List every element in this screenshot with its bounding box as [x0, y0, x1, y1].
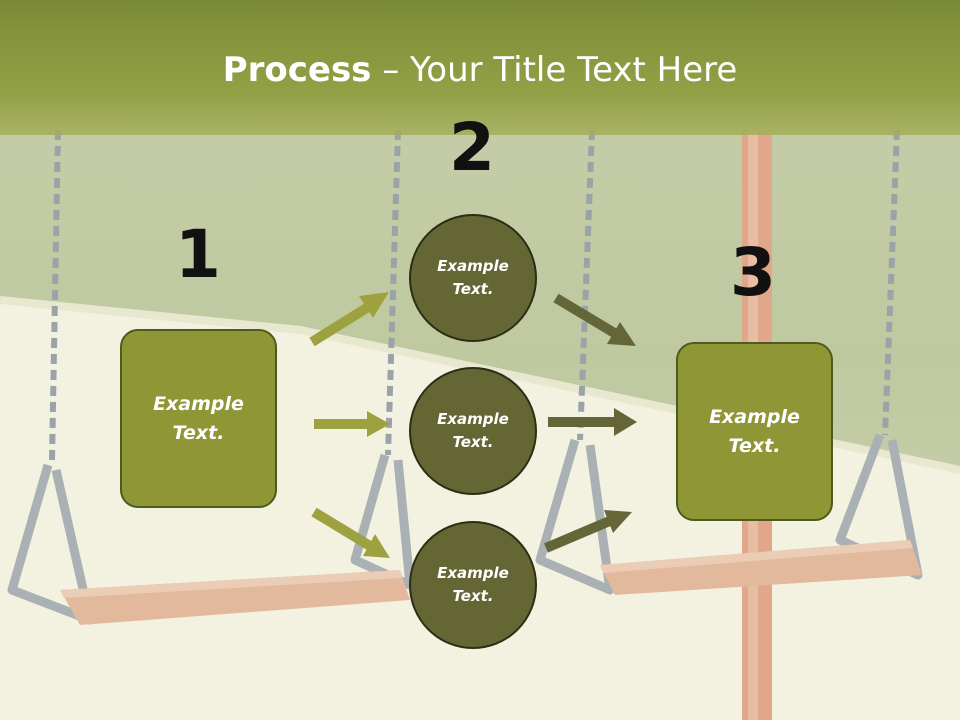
- right-process-box[interactable]: Example Text.: [676, 342, 833, 521]
- arrow-to-circle-1: [309, 292, 389, 347]
- step-number-3: 3: [730, 234, 776, 311]
- swing-seats: [60, 540, 922, 625]
- process-circle-3[interactable]: Example Text.: [409, 521, 537, 649]
- title-rest: – Your Title Text Here: [371, 50, 738, 90]
- circle-2-text: Example Text.: [437, 410, 509, 451]
- slide-title: Process – Your Title Text Here: [0, 50, 960, 90]
- header-band: [0, 0, 960, 135]
- circle-3-text: Example Text.: [437, 564, 509, 605]
- process-circle-1[interactable]: Example Text.: [409, 214, 537, 342]
- left-process-box[interactable]: Example Text.: [120, 329, 277, 508]
- circle-1-text: Example Text.: [437, 257, 509, 298]
- process-circle-2[interactable]: Example Text.: [409, 367, 537, 495]
- right-box-text: Example Text.: [709, 405, 800, 457]
- arrow-to-circle-2: [314, 411, 390, 437]
- title-bold: Process: [222, 50, 372, 90]
- arrow-from-circle-3: [544, 510, 632, 553]
- arrow-from-circle-2: [548, 408, 637, 436]
- step-number-2: 2: [449, 109, 495, 186]
- arrow-from-circle-1: [553, 293, 636, 346]
- step-number-1: 1: [175, 216, 221, 293]
- left-box-text: Example Text.: [153, 392, 244, 444]
- arrow-to-circle-3: [311, 507, 390, 558]
- swing-chains: [49, 129, 900, 461]
